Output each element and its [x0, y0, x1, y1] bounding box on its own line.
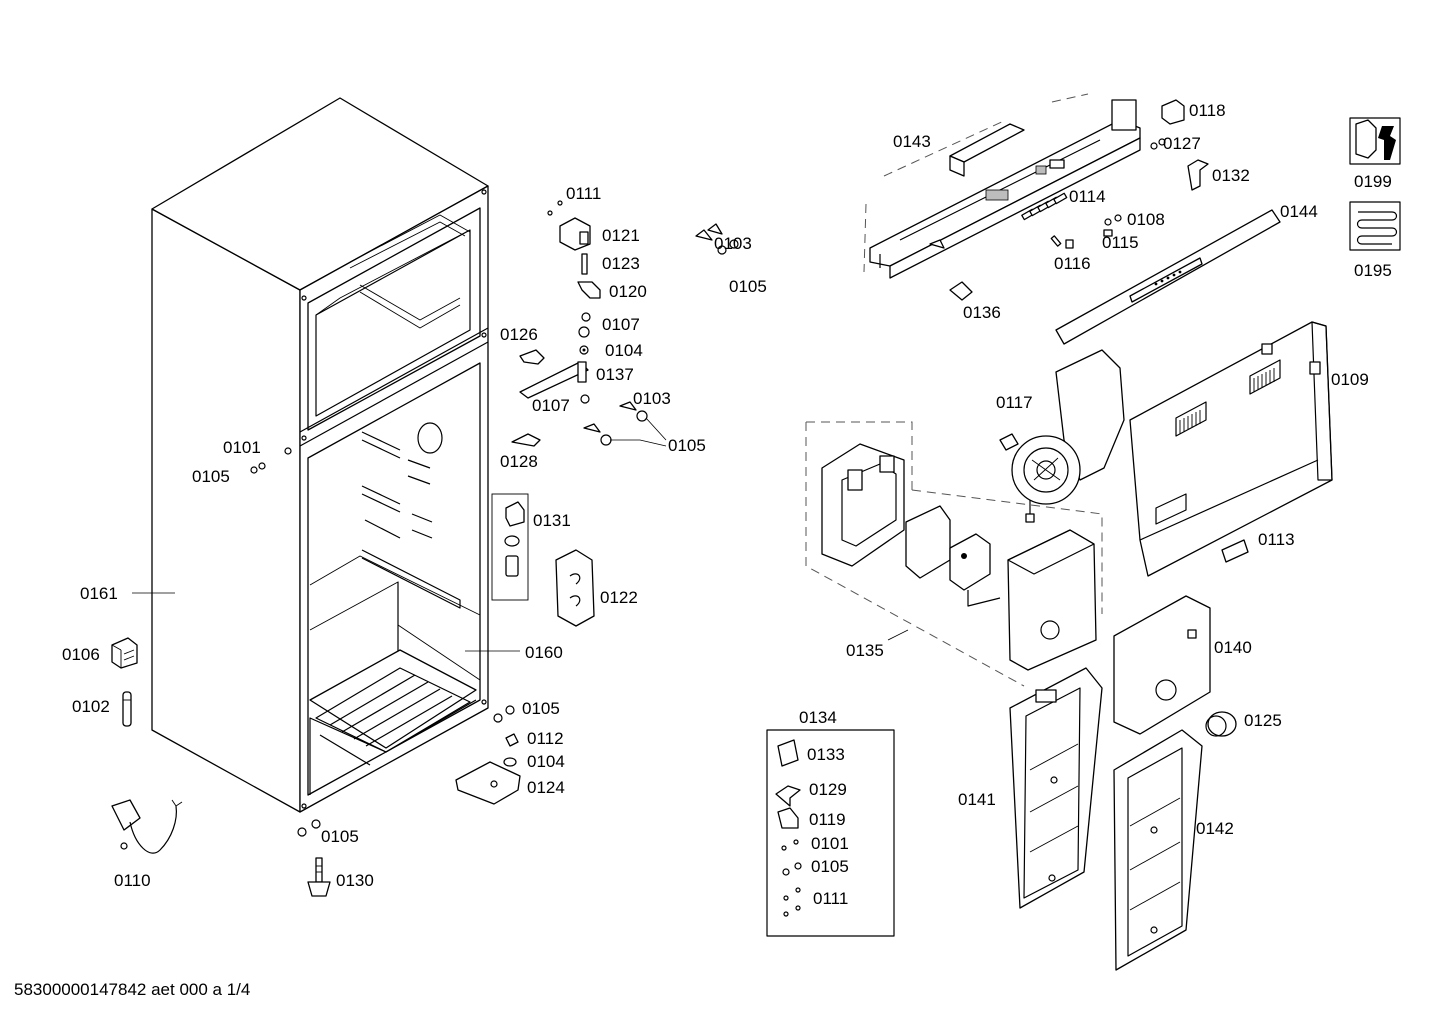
label-0131: 0131 — [533, 511, 571, 530]
part-0132-clip — [1187, 159, 1209, 191]
label-0105: 0105 — [192, 467, 230, 486]
label-0199: 0199 — [1354, 172, 1392, 191]
part-0113-clip — [1221, 539, 1249, 563]
part-0106-block — [111, 637, 138, 669]
label-0129: 0129 — [809, 780, 847, 799]
part-0142-panel — [1113, 729, 1203, 971]
refrigerator-cabinet — [151, 97, 489, 813]
part-0135-evaporator-group — [805, 421, 1103, 687]
label-0132: 0132 — [1212, 166, 1250, 185]
label-0141: 0141 — [958, 790, 996, 809]
label-0144: 0144 — [1280, 202, 1318, 221]
label-0130: 0130 — [336, 871, 374, 890]
label-0112: 0112 — [527, 729, 564, 748]
label-0101: 0101 — [811, 834, 849, 853]
label-0102: 0102 — [72, 697, 110, 716]
label-0110: 0110 — [114, 871, 151, 890]
label-0133: 0133 — [807, 745, 845, 764]
part-0114-pins — [1021, 192, 1068, 221]
part-0125-knob — [1205, 711, 1237, 737]
label-0136: 0136 — [963, 303, 1001, 322]
label-0106: 0106 — [62, 645, 100, 664]
label-0135: 0135 — [846, 641, 884, 660]
label-0119: 0119 — [809, 810, 846, 829]
label-0105: 0105 — [729, 277, 767, 296]
label-0109: 0109 — [1331, 370, 1369, 389]
label-0161: 0161 — [80, 584, 118, 603]
label-0107: 0107 — [532, 396, 570, 415]
label-0143: 0143 — [893, 132, 931, 151]
label-0105: 0105 — [668, 436, 706, 455]
label-0104: 0104 — [605, 341, 643, 360]
label-0111: 0111 — [566, 184, 601, 203]
part-labels: 0161 0160 0106 0102 0110 0130 0105 0101 … — [62, 101, 1392, 908]
label-0111: 0111 — [813, 889, 848, 908]
part-0136-clip — [949, 281, 973, 301]
parts-0108-0115-0116 — [1050, 214, 1122, 249]
cooling-coil-icon — [1349, 201, 1401, 251]
part-0141-panel — [1009, 667, 1103, 909]
part-0102-pin — [122, 691, 132, 727]
label-0116: 0116 — [1054, 254, 1091, 273]
label-0101: 0101 — [223, 438, 261, 457]
label-0128: 0128 — [500, 452, 538, 471]
label-0105: 0105 — [811, 857, 849, 876]
part-0109-air-duct — [1129, 321, 1333, 577]
label-0118: 0118 — [1189, 101, 1226, 120]
label-0120: 0120 — [609, 282, 647, 301]
label-0103: 0103 — [633, 389, 671, 408]
label-0134: 0134 — [799, 708, 837, 727]
control-panel-assembly — [863, 93, 1166, 279]
part-0110-power-cable — [111, 799, 183, 854]
label-0105: 0105 — [321, 827, 359, 846]
label-0140: 0140 — [1214, 638, 1252, 657]
label-0160: 0160 — [525, 643, 563, 662]
cabinet-small-fasteners — [250, 447, 321, 837]
label-0124: 0124 — [527, 778, 565, 797]
service-wrench-icon — [1349, 117, 1401, 165]
part-0134-fastener-kit-box — [766, 729, 895, 937]
label-0137: 0137 — [596, 365, 634, 384]
part-0117-fan-housing — [999, 349, 1125, 523]
label-0125: 0125 — [1244, 711, 1282, 730]
label-0123: 0123 — [602, 254, 640, 273]
part-0130-leveling-foot — [307, 857, 331, 897]
label-0107: 0107 — [602, 315, 640, 334]
label-0115: 0115 — [1102, 233, 1139, 252]
hinge-assembly-parts — [455, 200, 739, 805]
label-0103: 0103 — [714, 234, 752, 253]
label-0105: 0105 — [522, 699, 560, 718]
label-0121: 0121 — [602, 226, 640, 245]
label-0108: 0108 — [1127, 210, 1165, 229]
label-0127: 0127 — [1163, 134, 1201, 153]
label-0104: 0104 — [527, 752, 565, 771]
label-0117: 0117 — [996, 393, 1033, 412]
control-board-strip — [1129, 257, 1203, 303]
part-0118-connector — [1161, 99, 1185, 125]
label-0113: 0113 — [1258, 530, 1295, 549]
label-0126: 0126 — [500, 325, 538, 344]
document-id-footer: 58300000147842 aet 000 a 1/4 — [14, 980, 251, 999]
label-0195: 0195 — [1354, 261, 1392, 280]
part-0140-cover — [1113, 595, 1211, 735]
label-0122: 0122 — [600, 588, 638, 607]
label-0142: 0142 — [1196, 819, 1234, 838]
label-0114: 0114 — [1069, 187, 1106, 206]
